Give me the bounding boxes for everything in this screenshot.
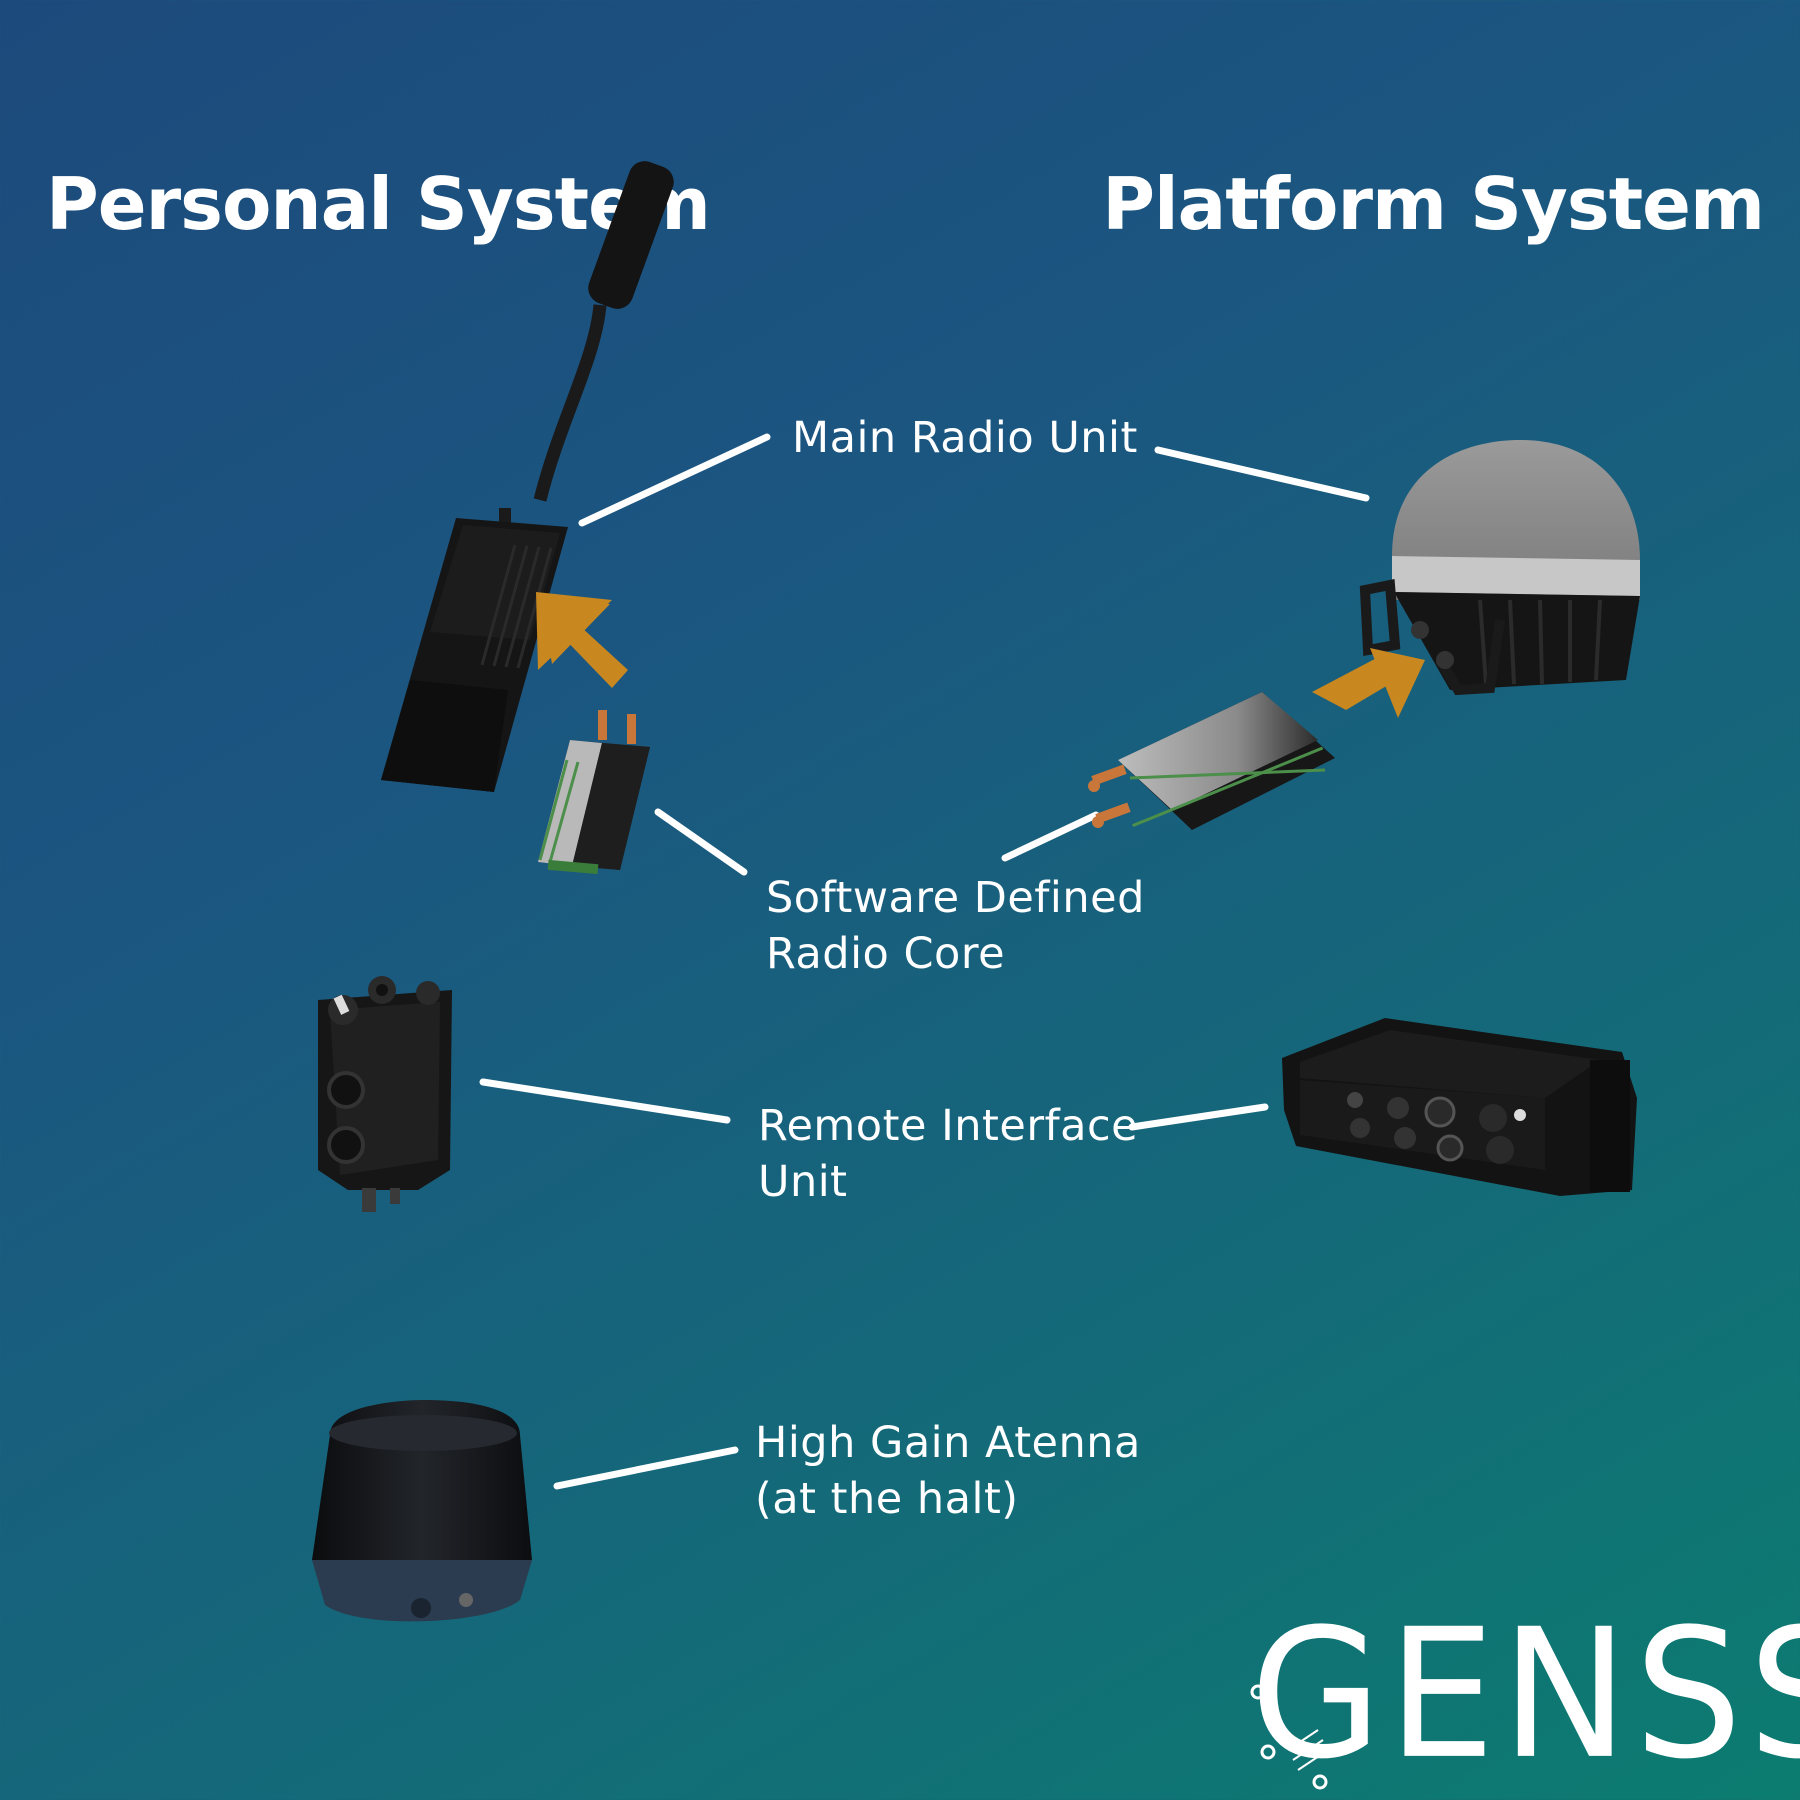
personal-remote-interface-icon (318, 976, 452, 1212)
label-hga-line2: (at the halt) (755, 1474, 1019, 1524)
label-sdr-core-line2: Radio Core (766, 929, 1006, 979)
genss-logo: GENSS (1250, 1606, 1800, 1785)
label-hga-line1: High Gain Atenna (755, 1418, 1141, 1468)
platform-system-title: Platform System (1102, 162, 1765, 246)
connector-riu-platform (1128, 1103, 1269, 1131)
platform-sdr-module-icon (1088, 692, 1335, 830)
connector-mru-personal (578, 433, 771, 527)
platform-remote-interface-icon (1282, 1018, 1637, 1196)
arrow-personal-icon (536, 592, 628, 688)
genss-logo-text: GENSS (1250, 1591, 1800, 1799)
label-riu-line1: Remote Interface (758, 1101, 1139, 1151)
connector-lines (479, 433, 1370, 1490)
label-main-radio-unit: Main Radio Unit (792, 410, 1138, 466)
personal-radio-icon (381, 161, 674, 792)
connector-hga (553, 1446, 739, 1490)
connector-mru-platform (1154, 446, 1370, 502)
connector-sdr-personal (654, 808, 748, 876)
logo-orbit-icon (1250, 1684, 1329, 1790)
connector-riu-personal (479, 1078, 731, 1124)
label-remote-interface-unit: Remote Interface Unit (758, 1098, 1138, 1210)
label-sdr-core: Software Defined Radio Core (766, 870, 1145, 982)
label-high-gain-antenna: High Gain Atenna (at the halt) (755, 1415, 1141, 1527)
label-riu-line2: Unit (758, 1157, 848, 1207)
arrow-platform-icon (1312, 648, 1425, 718)
platform-dome-radio-icon (1359, 440, 1640, 696)
connector-sdr-platform (1001, 811, 1100, 862)
personal-sdr-module-icon (538, 710, 650, 875)
label-sdr-core-line1: Software Defined (766, 873, 1145, 923)
personal-system-title: Personal System (46, 162, 711, 246)
high-gain-antenna-icon (312, 1400, 532, 1622)
label-main-radio-unit-text: Main Radio Unit (792, 413, 1138, 463)
